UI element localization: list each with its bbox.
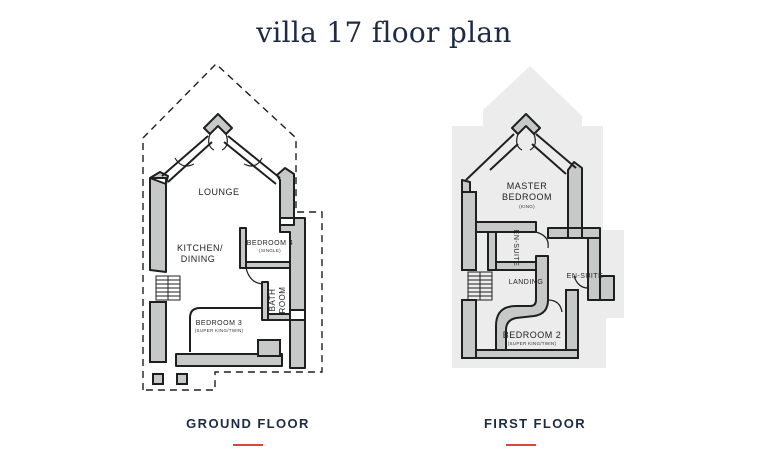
ground-floor-bay-window (203, 113, 233, 135)
room-bedroom3-sub: (SUPER KING/TWIN) (195, 328, 244, 333)
room-landing: LANDING (509, 279, 544, 286)
first-floor-label: FIRST FLOOR (483, 416, 587, 431)
first-floor-plan: MASTER BEDROOM (KING) EN-SUITE LANDING E… (452, 66, 624, 368)
room-ensuite-right: EN-SUITE (567, 273, 604, 280)
first-floor-left-wall-lower (461, 299, 477, 359)
ground-floor-bottom-block (257, 339, 281, 357)
first-floor-underline (506, 444, 536, 446)
ground-floor-outer-walls (149, 167, 306, 369)
room-master-line2: BEDROOM (502, 192, 552, 202)
first-floor-roof-shade (452, 66, 624, 368)
ground-floor-wall-nw (161, 135, 209, 177)
ground-floor-underline (233, 444, 263, 446)
ground-floor-pillar-1 (152, 373, 164, 385)
room-kitchen-line2: DINING (181, 254, 216, 264)
ground-floor-lounge-door-left (174, 157, 195, 167)
room-bedroom4: BEDROOM 4 (247, 240, 294, 247)
first-floor-left-wall (461, 191, 477, 271)
room-bedroom2: BEDROOM 2 (503, 330, 562, 340)
room-ensuite-left: EN-SUITE (512, 230, 519, 267)
first-floor-wall-nw (465, 133, 515, 181)
room-master-line1: MASTER (507, 181, 548, 191)
ground-floor-bedroom3-top-wall (189, 307, 262, 352)
room-bedroom2-sub: (SUPER KING/TWIN) (508, 341, 557, 346)
room-bath-line1: BATH (268, 289, 277, 312)
ground-floor-bay-door-left (208, 133, 215, 151)
ground-floor-stairs (155, 275, 181, 301)
room-kitchen-line1: KITCHEN/ (177, 243, 223, 253)
page-title: villa 17 floor plan (256, 16, 512, 49)
ground-floor-lounge-door-right (243, 157, 263, 167)
ground-floor-terrace-outline (142, 63, 323, 391)
first-floor-bedroom2-door (547, 299, 563, 313)
ground-floor-bedroom3-bottom-wall (175, 353, 283, 367)
first-floor-bedroom2-right-wall (565, 289, 579, 359)
first-floor-bay-door-right (529, 133, 536, 151)
ground-floor-pillar-2 (176, 373, 188, 385)
room-bedroom3: BEDROOM 3 (196, 320, 243, 327)
room-bath-line2: ROOM (278, 287, 287, 314)
room-bedroom4-sub: (SINGLE) (259, 248, 281, 253)
first-floor-master-door (535, 231, 549, 249)
room-lounge: LOUNGE (198, 187, 239, 197)
ground-floor-left-wall-lower (149, 301, 167, 363)
ground-floor-wall-nw-inner (167, 141, 213, 183)
ground-floor-label: GROUND FLOOR (186, 416, 310, 431)
first-floor-wall-ne-inner (531, 143, 567, 175)
first-floor-bay-door-left (516, 133, 523, 151)
first-floor-wall-nw-inner (489, 143, 519, 171)
ground-floor-bay-door-right (221, 133, 228, 151)
first-floor-bottom-wall (475, 349, 579, 359)
first-floor-ensuite-right-door (573, 275, 589, 289)
first-floor-wall-ne (535, 133, 577, 169)
room-master-sub: (KING) (519, 204, 535, 209)
ground-floor-wall-ne-inner (223, 141, 277, 185)
ground-floor-wall-ne (227, 135, 281, 179)
ground-floor-plan: LOUNGE KITCHEN/ DINING BEDROOM 4 (SINGLE… (142, 63, 323, 391)
first-floor-stairs (467, 271, 493, 301)
